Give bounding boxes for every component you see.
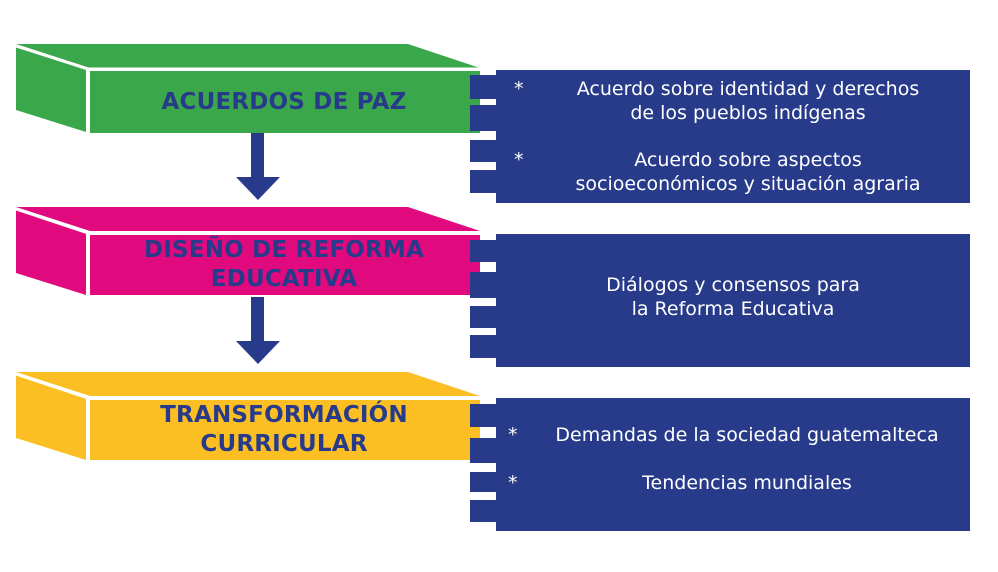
list-item: * Tendencias mundiales	[496, 471, 970, 495]
block-title-line: ACUERDOS DE PAZ	[161, 88, 407, 115]
panel-content: * Demandas de la sociedad guatemalteca *…	[496, 423, 970, 495]
bullet-asterisk-icon: *	[514, 149, 524, 171]
block-diseno-reforma-educativa: DISEÑO DE REFORMA EDUCATIVA	[0, 205, 500, 305]
item-text-line: Demandas de la sociedad guatemalteca	[555, 424, 939, 446]
panel-content: Diálogos y consensos para la Reforma Edu…	[496, 273, 970, 321]
item-text-line: de los pueblos indígenas	[630, 102, 866, 124]
box-3d-shape	[15, 207, 480, 295]
panel-content: * Acuerdo sobre identidad y derechos de …	[496, 77, 970, 196]
block-acuerdos-de-paz: ACUERDOS DE PAZ	[0, 40, 500, 140]
block-title: DISEÑO DE REFORMA EDUCATIVA	[90, 235, 478, 295]
panel-reforma-details: Diálogos y consensos para la Reforma Edu…	[470, 234, 970, 367]
item-text-line: Acuerdo sobre aspectos	[634, 149, 862, 171]
list-item: * Acuerdo sobre identidad y derechos de …	[496, 77, 970, 125]
panel-tabbed-shape	[470, 398, 970, 531]
block-title-line: DISEÑO DE REFORMA	[143, 237, 425, 263]
block-transformacion-curricular: TRANSFORMACIÓN CURRICULAR	[0, 370, 500, 470]
item-text-line: la Reforma Educativa	[631, 298, 835, 320]
item-text-line: Tendencias mundiales	[642, 472, 852, 494]
arrow-down-icon	[236, 133, 280, 200]
block-title-line: EDUCATIVA	[210, 266, 358, 292]
bullet-asterisk-icon: *	[508, 424, 518, 446]
list-item: * Acuerdo sobre aspectos socioeconómicos…	[496, 148, 970, 196]
bullet-asterisk-icon: *	[514, 78, 524, 100]
list-item: * Demandas de la sociedad guatemalteca	[496, 423, 970, 447]
block-title: TRANSFORMACIÓN CURRICULAR	[90, 400, 478, 460]
list-item: Diálogos y consensos para la Reforma Edu…	[496, 273, 970, 321]
block-title-line: TRANSFORMACIÓN	[160, 402, 408, 428]
item-text-line: Diálogos y consensos para	[606, 274, 860, 296]
panel-tabbed-shape	[470, 70, 970, 203]
panel-tabbed-shape	[470, 234, 970, 367]
block-title-line: CURRICULAR	[200, 431, 368, 457]
box-3d-shape	[15, 372, 480, 460]
bullet-asterisk-icon: *	[508, 472, 518, 494]
panel-acuerdos-details: * Acuerdo sobre identidad y derechos de …	[470, 70, 970, 203]
arrow-down-icon	[236, 297, 280, 364]
item-text-line: socioeconómicos y situación agraria	[575, 173, 921, 195]
block-title: ACUERDOS DE PAZ	[90, 71, 478, 133]
item-text-line: Acuerdo sobre identidad y derechos	[576, 78, 920, 100]
panel-transformacion-details: * Demandas de la sociedad guatemalteca *…	[470, 398, 970, 531]
box-3d-shape	[15, 44, 480, 133]
